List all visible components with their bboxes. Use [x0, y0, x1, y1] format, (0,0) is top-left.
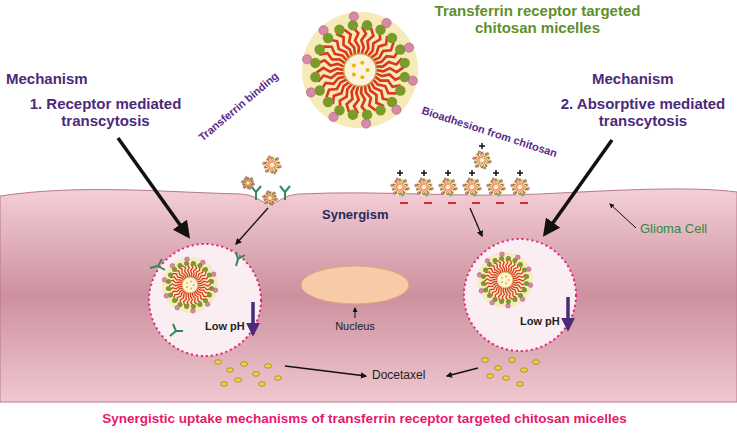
micelle: [241, 177, 254, 190]
leader-line: [355, 308, 356, 318]
node-text: Transferrin receptor targeted chitosan m…: [430, 2, 645, 37]
micelle-glow: [302, 12, 418, 128]
cell-membrane: [0, 189, 737, 402]
nucleus-ellipse: Nucleus: [300, 265, 410, 305]
receptor-symbol: [150, 186, 290, 336]
mechanism-label: Mechanism: [6, 70, 88, 87]
annotation-label: Transferrin binding: [196, 70, 281, 144]
annotation-label: Docetaxel: [372, 369, 425, 383]
docetaxel-dots: [215, 358, 540, 386]
micelle: [511, 178, 530, 196]
node-text: Nucleus: [300, 320, 410, 333]
micelle: [302, 12, 418, 128]
mechanism-label: 2. Absorptive mediated transcytosis: [553, 95, 733, 130]
endosome-membrane: [149, 244, 261, 356]
mechanism-arrow: [118, 138, 188, 236]
annotation-label: Synergism: [322, 208, 388, 223]
uptake-arrow: [470, 208, 482, 236]
release-arrow: [285, 366, 366, 376]
ph-arrow: [566, 297, 570, 329]
figure-caption: Synergistic uptake mechanisms of transfe…: [0, 411, 733, 427]
micelle: [391, 178, 410, 196]
charge-signs: [397, 143, 528, 203]
micelle-drawings: [162, 12, 533, 313]
micelle: [473, 151, 492, 169]
micelle: [439, 178, 458, 196]
node-text: Low pH: [520, 315, 560, 328]
ph-arrow: [251, 302, 255, 334]
leader-line: [610, 204, 636, 228]
micelle: [463, 178, 482, 196]
micelle: [487, 178, 506, 196]
uptake-arrow: [236, 208, 268, 244]
mechanism-label: Mechanism: [592, 70, 674, 87]
micelle: [262, 191, 277, 206]
release-arrow: [447, 368, 478, 376]
node-text: Glioma Cell: [640, 222, 707, 237]
micelle: [477, 252, 533, 308]
nucleus-shape: [301, 266, 409, 304]
node-outline: [300, 265, 410, 305]
node-text: Low pH: [205, 320, 245, 333]
micelle: [162, 257, 218, 313]
annotation-label: Bioadhesion from chitosan: [420, 104, 559, 160]
micelle: [263, 156, 282, 174]
micelle: [415, 178, 434, 196]
mechanism-label: 1. Receptor mediated transcytosis: [18, 95, 193, 130]
endosome-membrane: [464, 239, 576, 351]
